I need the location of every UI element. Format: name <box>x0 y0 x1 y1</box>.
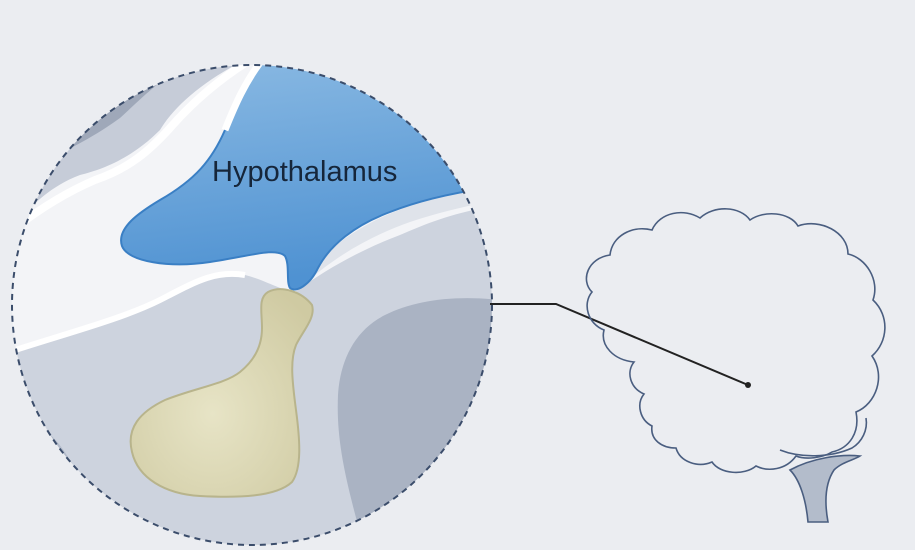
upper-right-tissue <box>295 180 492 292</box>
pointer-line <box>490 303 749 386</box>
brainstem <box>788 454 863 523</box>
pointer-dot <box>745 382 751 388</box>
tissue-gap <box>12 270 246 358</box>
hypothalamus-label: Hypothalamus <box>212 156 397 188</box>
brain-outline <box>585 208 886 474</box>
hypothalamus-highlight <box>221 65 265 132</box>
upper-left-highlight <box>12 65 253 244</box>
right-dark-tissue <box>337 298 492 545</box>
pituitary-gland <box>129 288 314 498</box>
magnifier-view <box>12 65 492 545</box>
cerebellum-outline <box>779 417 868 457</box>
